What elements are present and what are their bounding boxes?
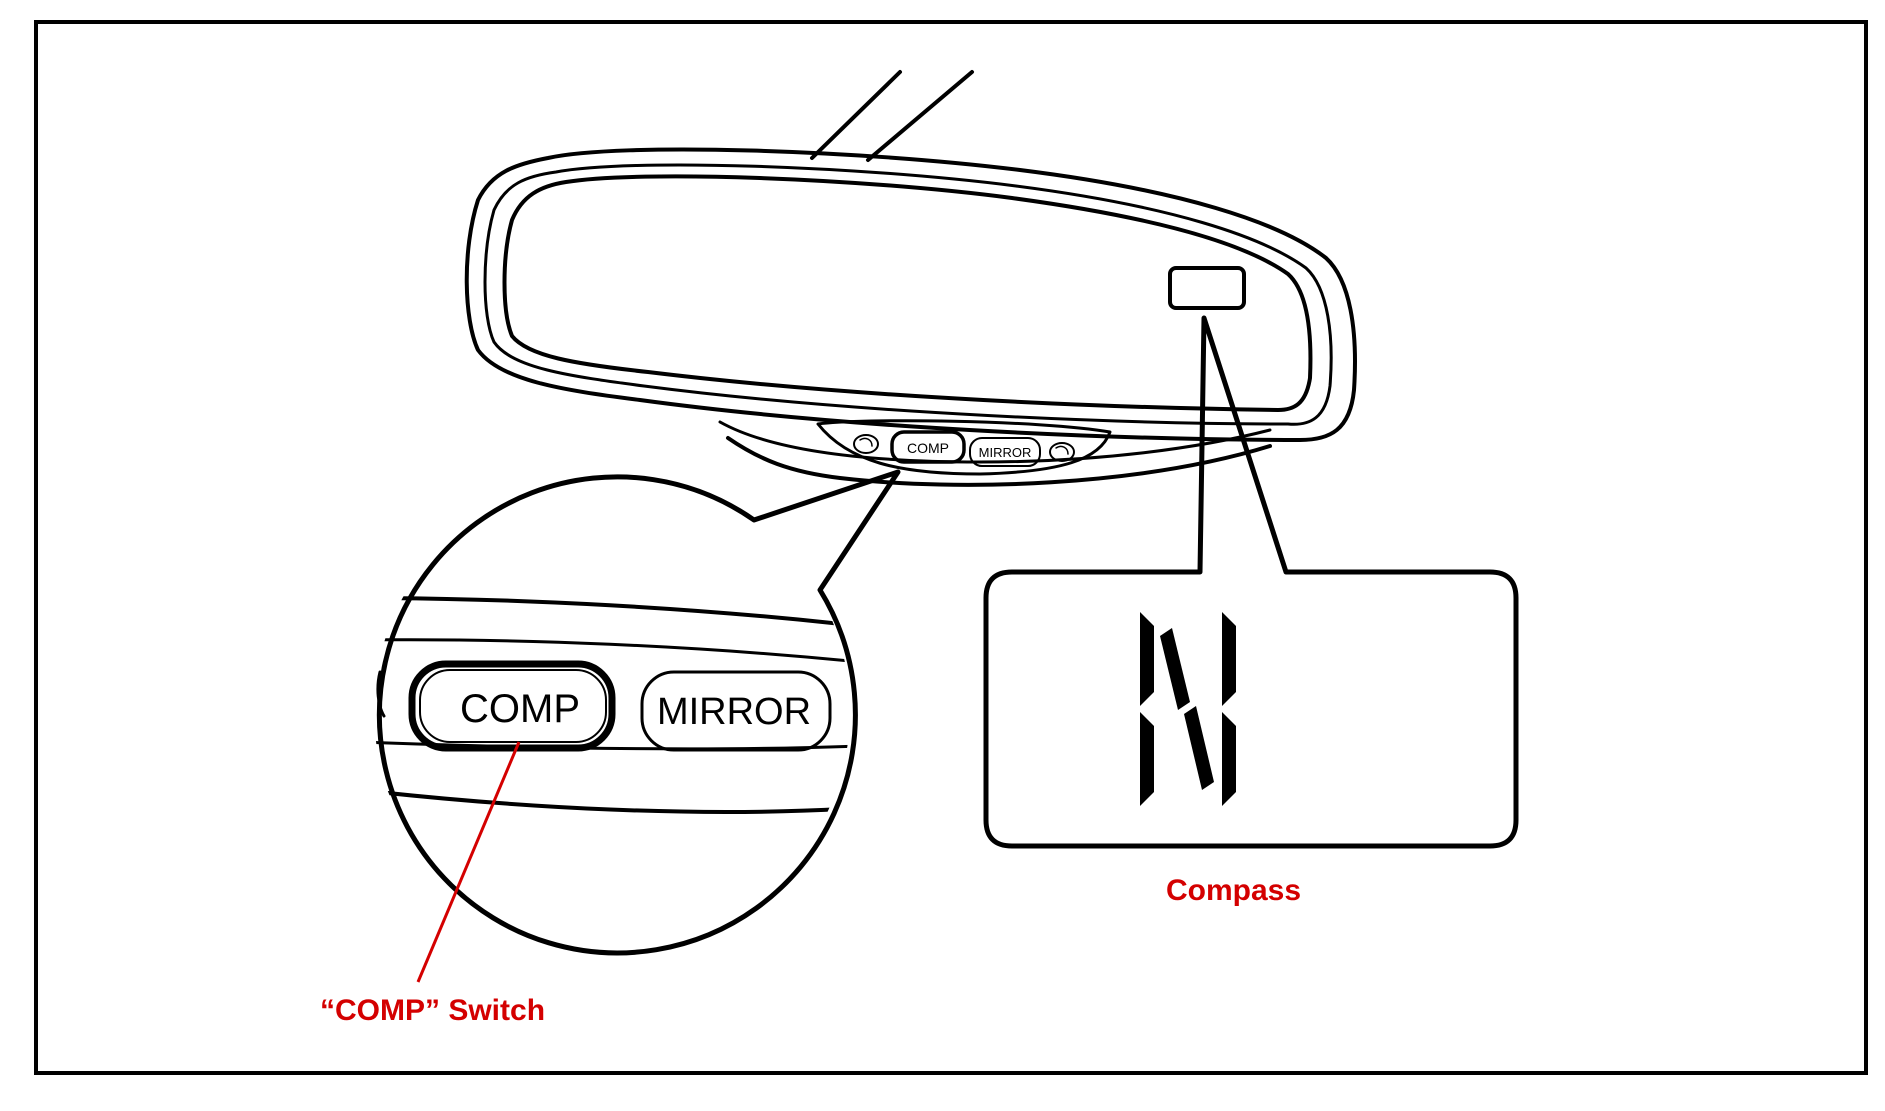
comp-switch-magnifier: COMP MIRROR — [374, 469, 901, 956]
rearview-mirror: COMP MIRROR — [464, 147, 1357, 487]
magnified-comp-button-label: COMP — [460, 687, 580, 731]
left-light-sensor-icon — [853, 434, 879, 454]
magnified-mirror-button[interactable]: MIRROR — [640, 670, 832, 752]
comp-switch-label: “COMP” Switch — [320, 994, 545, 1027]
compass-label: Compass — [1166, 874, 1301, 907]
magnified-comp-button[interactable]: COMP — [408, 660, 616, 752]
small-mirror-button[interactable]: MIRROR — [969, 437, 1041, 467]
comp-switch-leader-line — [416, 741, 521, 983]
small-comp-button-label: COMP — [907, 440, 949, 456]
magnified-mirror-button-label: MIRROR — [657, 691, 811, 733]
magnifier-outline — [376, 469, 901, 956]
right-light-sensor-icon — [1049, 442, 1075, 462]
small-comp-button[interactable]: COMP — [890, 430, 966, 464]
mirror-outer-bezel — [464, 147, 1357, 442]
compass-callout-outline — [983, 315, 1519, 849]
compass-heading-n-icon — [1140, 612, 1236, 806]
mirror-glass — [502, 174, 1313, 412]
mirror-mount-stem — [810, 70, 974, 162]
button-pod — [816, 419, 1112, 476]
figure-frame — [34, 20, 1868, 1075]
compass-window — [1168, 266, 1246, 310]
compass-display-callout: N — [983, 315, 1519, 849]
small-mirror-button-label: MIRROR — [979, 445, 1032, 460]
mirror-housing — [726, 436, 1272, 487]
